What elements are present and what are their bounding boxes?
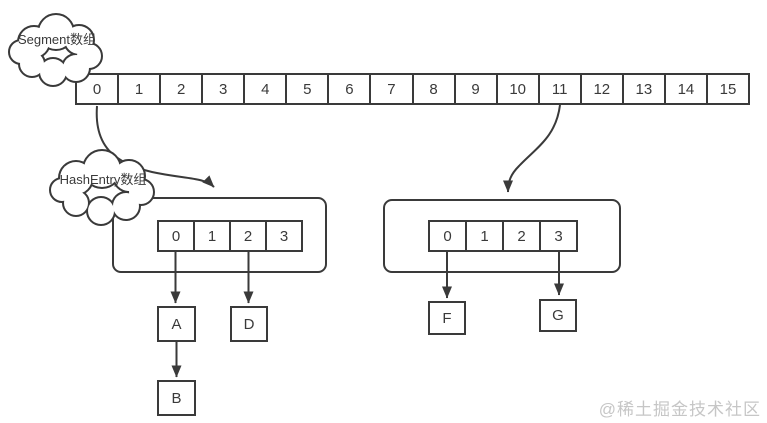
segment-cloud-label: Segment数组 [17,32,97,47]
segment-array: 0 1 2 3 4 5 6 7 8 9 10 11 12 13 14 15 [75,73,750,105]
segment-cell: 7 [369,75,411,103]
left-bucket-container [112,197,327,273]
segment-cell: 12 [579,75,622,103]
segment-cell: 14 [663,75,706,103]
hashentry-cloud-label: HashEntry数组 [59,172,147,187]
hashentry-cell: 0 [443,227,452,245]
segment-cell: 6 [327,75,369,103]
arrow-segment11-to-right-bucket [503,104,561,193]
node-d: D [230,306,268,342]
segment-cell: 10 [495,75,538,103]
segment-cell: 9 [453,75,496,103]
segment-cell: 13 [621,75,664,103]
node-b: B [157,380,196,416]
hashentry-cell: 1 [465,222,502,250]
hashentry-cell: 2 [502,222,539,250]
hashentry-cell: 0 [171,227,181,245]
right-bucket-container [383,199,621,273]
node-a: A [157,306,196,342]
right-hashentry-array: 0 1 2 3 [428,220,578,252]
segment-cell: 11 [537,75,580,103]
hashentry-cell: 1 [193,222,229,250]
segment-cell: 3 [201,75,243,103]
hashentry-cell: 3 [265,222,301,250]
left-hashentry-array: 0 1 2 3 [157,220,303,252]
segment-cell: 2 [159,75,201,103]
node-g: G [539,299,577,332]
watermark: @稀土掘金技术社区 [598,400,761,419]
hashentry-cell: 2 [229,222,265,250]
segment-cell: 15 [705,75,748,103]
node-f: F [428,301,466,335]
segment-cell: 5 [285,75,327,103]
segment-cell: 0 [92,80,102,98]
segment-cell: 4 [243,75,285,103]
segment-cell: 8 [411,75,454,103]
segment-cell: 1 [117,75,159,103]
hashentry-cell: 3 [539,222,576,250]
